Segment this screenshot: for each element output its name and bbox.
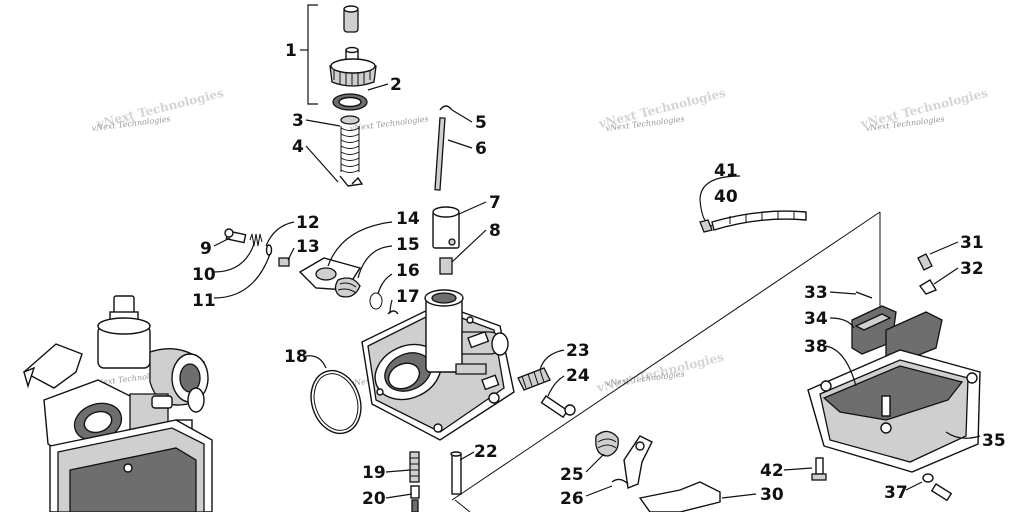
part-7-8-throttle-valve bbox=[432, 201, 487, 275]
callout-37: 37 bbox=[884, 483, 908, 503]
callout-41: 41 bbox=[714, 161, 738, 181]
callout-18: 18 bbox=[284, 347, 308, 367]
callout-26: 26 bbox=[560, 489, 584, 509]
callout-7: 7 bbox=[489, 193, 501, 213]
callout-25: 25 bbox=[560, 465, 584, 485]
callout-16: 16 bbox=[396, 261, 420, 281]
carburetor-body bbox=[361, 289, 515, 441]
part-37-42-drain-screws bbox=[783, 457, 953, 502]
callout-1: 1 bbox=[285, 41, 297, 61]
watermark: vNext Technologies bbox=[349, 114, 429, 133]
callout-40: 40 bbox=[714, 187, 738, 207]
callout-2: 2 bbox=[390, 75, 402, 95]
part-1-cap-assembly bbox=[300, 4, 377, 105]
callout-38: 38 bbox=[804, 337, 828, 357]
part-25-26-30-choke-lever bbox=[585, 430, 757, 512]
part-5-6-jet-needle bbox=[434, 105, 473, 191]
callout-12: 12 bbox=[296, 213, 320, 233]
callout-6: 6 bbox=[475, 139, 487, 159]
callout-35: 35 bbox=[982, 431, 1006, 451]
callout-11: 11 bbox=[192, 291, 216, 311]
callout-33: 33 bbox=[804, 283, 828, 303]
callout-22: 22 bbox=[474, 442, 498, 462]
callout-3: 3 bbox=[292, 111, 304, 131]
callout-19: 19 bbox=[362, 463, 386, 483]
part-19-22-jets bbox=[385, 451, 475, 512]
part-23-24-throttle-stop-screw bbox=[517, 349, 576, 419]
part-3-4-spring bbox=[305, 115, 364, 187]
callout-30: 30 bbox=[760, 485, 784, 505]
callout-5: 5 bbox=[475, 113, 487, 133]
callout-31: 31 bbox=[960, 233, 984, 253]
callout-42: 42 bbox=[760, 461, 784, 481]
callout-17: 17 bbox=[396, 287, 420, 307]
callout-9: 9 bbox=[200, 239, 212, 259]
callout-20: 20 bbox=[362, 489, 386, 509]
part-31-38-float-bowl-assembly bbox=[807, 241, 981, 473]
callout-23: 23 bbox=[566, 341, 590, 361]
part-40-41-vent-hose bbox=[699, 175, 807, 233]
callout-labels: 1 2 3 4 5 6 7 8 9 10 11 12 13 14 15 16 1… bbox=[192, 41, 1006, 509]
callout-24: 24 bbox=[566, 366, 590, 386]
carburetor-assembly-complete bbox=[22, 295, 213, 512]
callout-34: 34 bbox=[804, 309, 828, 329]
part-9-13-pilot-screw-set bbox=[213, 221, 295, 299]
callout-15: 15 bbox=[396, 235, 420, 255]
callout-10: 10 bbox=[192, 265, 216, 285]
part-14-17-cover-plate bbox=[298, 221, 399, 315]
callout-13: 13 bbox=[296, 237, 320, 257]
callout-8: 8 bbox=[489, 221, 501, 241]
part-2-o-ring bbox=[332, 83, 389, 111]
part-18-float-bowl-gasket bbox=[305, 355, 362, 435]
callout-4: 4 bbox=[292, 137, 304, 157]
callout-32: 32 bbox=[960, 259, 984, 279]
callout-14: 14 bbox=[396, 209, 420, 229]
